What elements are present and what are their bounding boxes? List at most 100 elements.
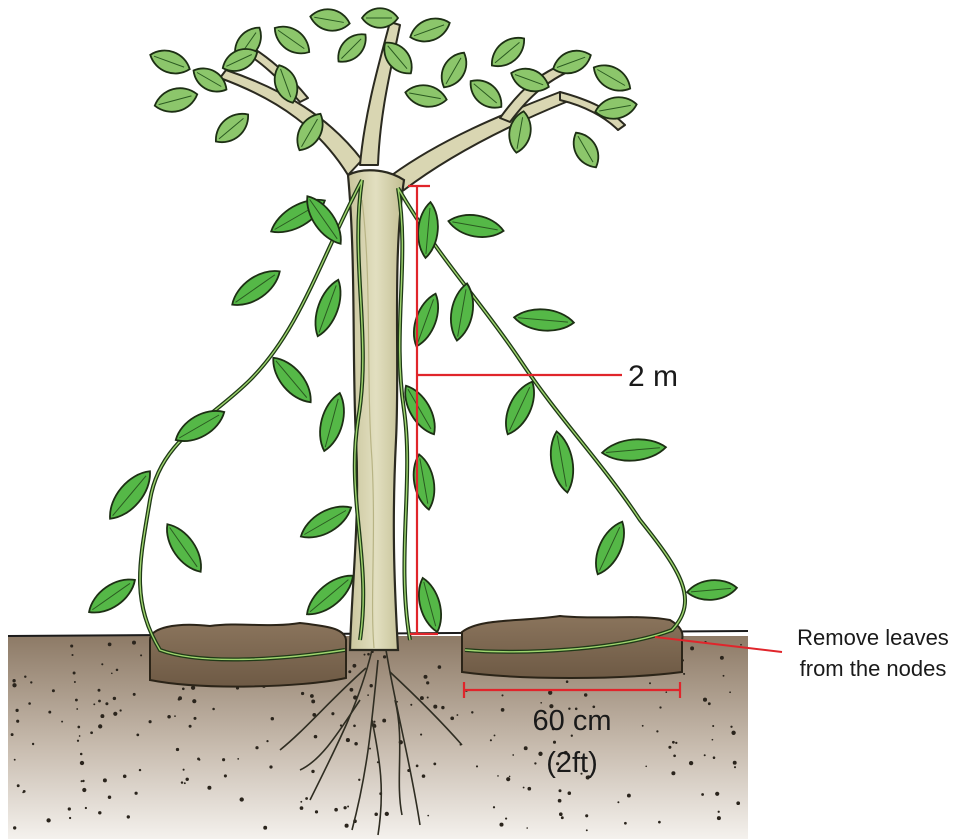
soil-speckle xyxy=(348,670,351,673)
soil-speckle xyxy=(271,717,274,720)
tree-leaf xyxy=(593,94,638,122)
soil-speckle xyxy=(212,708,215,711)
tree-leaf xyxy=(147,45,194,79)
soil-speckle xyxy=(61,721,63,723)
soil-speckle xyxy=(113,697,116,700)
soil-speckle xyxy=(174,715,176,717)
tree-leaf xyxy=(589,58,636,97)
soil-speckle xyxy=(315,810,318,813)
soil-speckle xyxy=(69,817,71,819)
soil-speckle xyxy=(149,720,152,723)
soil-speckle xyxy=(441,706,444,709)
soil-speckle xyxy=(683,673,685,675)
soil-speckle xyxy=(730,726,732,728)
tree-leaf xyxy=(209,106,255,149)
soil-speckle xyxy=(16,720,19,723)
soil-speckle xyxy=(32,743,34,745)
soil-speckle xyxy=(506,777,510,781)
soil-speckle xyxy=(523,787,525,789)
soil-speckle xyxy=(367,694,369,696)
soil-speckle xyxy=(98,724,102,728)
soil-speckle xyxy=(385,812,389,816)
soil-speckle xyxy=(116,669,119,672)
soil-speckle xyxy=(70,644,73,647)
tree-leaf xyxy=(508,63,553,96)
soil-speckle xyxy=(358,779,360,781)
soil-speckle xyxy=(499,823,503,827)
soil-speckle xyxy=(427,815,429,817)
soil-speckle xyxy=(178,698,181,701)
vine-leaf xyxy=(309,276,348,339)
soil-speckle xyxy=(422,774,426,778)
soil-speckle xyxy=(240,797,244,801)
soil-speckle xyxy=(186,778,189,781)
soil-speckle xyxy=(708,702,711,705)
soil-speckle xyxy=(101,663,103,665)
soil-speckle xyxy=(98,811,101,814)
soil-speckle xyxy=(493,806,495,808)
soil-speckle xyxy=(424,675,428,679)
soil-speckle xyxy=(354,742,358,746)
soil-speckle xyxy=(717,816,721,820)
soil-speckle xyxy=(77,726,80,729)
soil-speckle xyxy=(433,705,437,709)
soil-speckle xyxy=(224,774,227,777)
soil-speckle xyxy=(269,765,272,768)
soil-speckle xyxy=(410,704,412,706)
soil-speckle xyxy=(81,780,83,782)
soil-speckle xyxy=(364,654,366,656)
soil-speckle xyxy=(624,822,627,825)
soil-speckle xyxy=(192,699,196,703)
soil-speckle xyxy=(103,778,107,782)
soil-speckle xyxy=(370,684,373,687)
soil-speckle xyxy=(80,753,83,756)
soil-speckle xyxy=(642,725,644,727)
soil-speckle xyxy=(100,714,104,718)
soil-speckle xyxy=(548,691,552,695)
soil-speckle xyxy=(476,765,478,767)
soil-speckle xyxy=(456,714,458,716)
vine-leaf xyxy=(159,518,209,578)
soil-speckle xyxy=(553,741,556,744)
soil-speckle xyxy=(90,731,93,734)
soil-speckle xyxy=(367,653,370,656)
soil-speckle xyxy=(559,812,563,816)
soil-speckle xyxy=(534,762,536,764)
soil-speckle xyxy=(176,748,179,751)
soil-speckle xyxy=(74,681,76,683)
soil-speckle xyxy=(345,824,349,828)
soil-speckle xyxy=(82,788,86,792)
tree-leaf xyxy=(435,47,473,92)
soil-speckle xyxy=(490,739,492,741)
tree-leaf xyxy=(403,82,448,110)
tree-leaf xyxy=(464,73,508,115)
vine-leaf xyxy=(407,290,444,349)
soil-speckle xyxy=(13,826,16,829)
soil-speckle xyxy=(701,793,704,796)
soil-speckle xyxy=(12,679,15,682)
soil-speckle xyxy=(671,771,675,775)
soil-speckle xyxy=(729,691,731,693)
soil-speckle xyxy=(14,759,16,761)
soil-speckle xyxy=(300,801,302,803)
soil-speckle xyxy=(15,709,18,712)
soil-speckle xyxy=(132,641,136,645)
soil-speckle xyxy=(568,791,572,795)
soil-speckle xyxy=(471,711,473,713)
soil-speckle xyxy=(713,756,716,759)
soil-speckle xyxy=(12,683,16,687)
soil-speckle xyxy=(645,765,647,767)
soil-speckle xyxy=(108,795,111,798)
soil-speckle xyxy=(30,681,32,683)
soil-speckle xyxy=(310,694,314,698)
soil-speckle xyxy=(561,816,564,819)
vine-leaf xyxy=(226,263,286,313)
vine-leaf xyxy=(546,430,577,495)
soil-speckle xyxy=(501,694,503,696)
soil-speckle xyxy=(538,752,542,756)
soil-speckle xyxy=(497,775,499,777)
soil-speckle xyxy=(347,806,349,808)
soil-speckle xyxy=(140,654,142,656)
soil-speckle xyxy=(343,806,346,809)
soil-speckle xyxy=(237,758,239,760)
